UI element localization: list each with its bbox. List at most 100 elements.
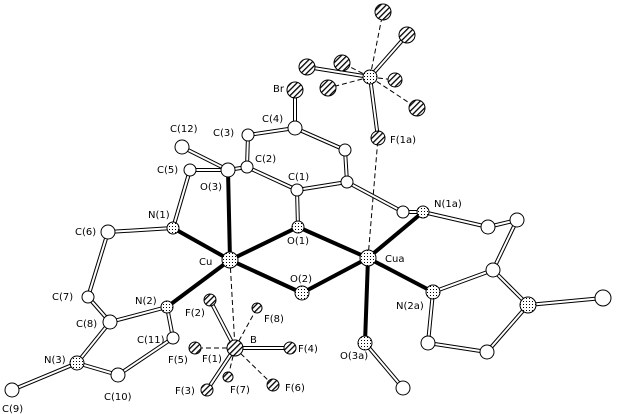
label-o2: O(2) [290, 274, 312, 285]
label-o3: O(3) [200, 182, 222, 193]
bond-inner [209, 299, 236, 349]
label-f2: F(2) [185, 308, 205, 319]
atom-r4 [509, 212, 525, 228]
atom-c6 [100, 224, 116, 240]
bond-inner [76, 321, 111, 364]
atom-r3 [480, 219, 496, 235]
bond-inner [422, 211, 489, 228]
atom-o2 [294, 285, 310, 301]
atom-r10 [395, 380, 411, 396]
atom-labels: BrC(4)C(3)C(12)C(2)C(5)O(3)C(1)N(1)O(1)C… [2, 84, 462, 414]
bond-inner [427, 291, 434, 344]
atom-t1 [374, 3, 392, 21]
atom-br [286, 81, 304, 99]
label-c6: C(6) [75, 227, 96, 238]
atom-f6 [266, 378, 280, 392]
label-c1: C(1) [288, 172, 309, 183]
label-o3a: O(3a) [340, 351, 368, 362]
bond-inner [172, 169, 191, 229]
atom-t5 [319, 79, 337, 97]
atom-t2 [398, 26, 416, 44]
atom-cua [359, 249, 377, 267]
atom-n2 [160, 300, 174, 314]
atom-ca [396, 205, 410, 219]
coordination-bond [229, 258, 303, 295]
bond-inner [117, 337, 174, 376]
atom-t7 [408, 99, 426, 117]
label-n2a: N(2a) [396, 301, 424, 312]
coordination-bond [301, 256, 369, 295]
atom-n1a [416, 205, 430, 219]
atom-f7 [222, 371, 234, 383]
label-c10: C(10) [104, 392, 132, 403]
label-n1a: N(1a) [434, 199, 462, 210]
atom-f2 [203, 293, 217, 307]
bond-inner [109, 306, 168, 323]
label-c7: C(7) [52, 292, 73, 303]
atom-t4 [333, 54, 351, 72]
atom-c4 [287, 120, 303, 136]
label-b: B [250, 335, 257, 346]
label-f7: F(7) [230, 385, 250, 396]
label-o1: O(1) [287, 236, 309, 247]
coordination-bond [229, 225, 299, 262]
bond-inner [527, 297, 604, 306]
contact-bond [229, 259, 236, 349]
coordination-bond [363, 257, 370, 344]
atom-c9 [4, 382, 20, 398]
atom-r7 [594, 289, 612, 307]
coordination-bond [172, 226, 231, 262]
coordination-bond [297, 225, 369, 260]
atom-c3 [241, 128, 255, 142]
label-f1: F(1) [202, 354, 222, 365]
bond-inner [369, 34, 408, 78]
atom-cu [221, 251, 239, 269]
atom-f8 [251, 302, 263, 314]
atom-n1 [166, 221, 180, 235]
coordination-bond [367, 256, 434, 294]
bond-inner [296, 181, 348, 191]
coordination-bond [226, 169, 232, 261]
atom-c1 [290, 183, 304, 197]
bond-inner [107, 227, 174, 233]
atom-c7 [81, 290, 95, 304]
atom-n2a [425, 284, 441, 300]
label-f5: F(5) [168, 355, 188, 366]
label-f4: F(4) [298, 344, 318, 355]
contact-bond [234, 347, 274, 386]
label-c12: C(12) [170, 124, 198, 135]
coordination-bond [165, 258, 232, 309]
atom-c5 [183, 163, 197, 177]
atom-c8 [102, 314, 118, 330]
bond-inner [486, 304, 529, 353]
atom-c12 [174, 139, 190, 155]
label-n2: N(2) [135, 296, 157, 307]
atom-c11 [166, 331, 180, 345]
coordination-bond [366, 210, 425, 260]
atom-n3 [69, 355, 85, 371]
atom-r9 [420, 335, 436, 351]
label-n3: N(3) [44, 355, 66, 366]
label-c3: C(3) [213, 128, 234, 139]
label-f6: F(6) [285, 383, 305, 394]
atom-f4 [283, 341, 297, 355]
atom-t3 [298, 58, 316, 76]
label-c8: C(8) [76, 319, 97, 330]
atom-t6 [387, 72, 403, 88]
bond-inner [369, 76, 379, 139]
atom-o1 [291, 220, 305, 234]
label-n1: N(1) [148, 210, 170, 221]
atom-r1 [340, 175, 354, 189]
bond-inner [492, 219, 518, 271]
atoms [4, 3, 612, 398]
atom-f3 [200, 383, 214, 397]
atom-f5 [188, 341, 202, 355]
atom-bt [362, 69, 378, 85]
bond-inner [181, 146, 229, 171]
contact-bond [369, 76, 418, 109]
atom-r8 [479, 344, 495, 360]
label-c5: C(5) [157, 165, 178, 176]
atom-r2 [338, 143, 352, 157]
